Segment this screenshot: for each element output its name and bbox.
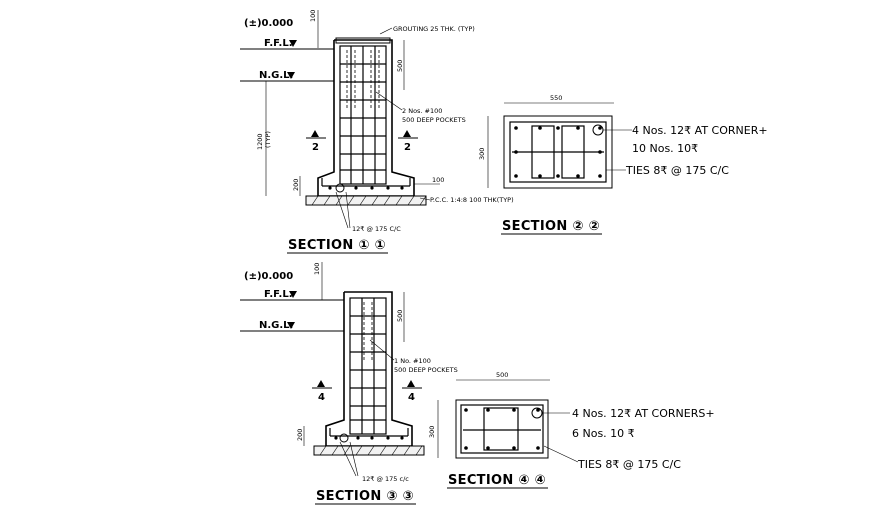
ffl-label: F.F.L. [264,38,293,49]
pocket-leader [375,91,403,111]
pocket-leader-2 [369,339,395,361]
note-corner-bars-2: 4 Nos. 12₹ AT CORNERS+ [572,407,715,420]
ngl-level-marker [287,72,295,79]
pocket-note-1: 2 Nos. #100 [402,107,442,115]
pcc-note: P.C.C. 1:4:8 100 THK(TYP) [430,196,514,204]
corner-bar-circle [592,124,604,136]
pocket-note-2: 500 DEEP POCKETS [402,116,466,124]
section-marker-left-arrow [311,130,319,137]
section-1-1: (±)0.000 F.F.L. N.G.L. [240,10,514,254]
anchor-pockets-2 [363,302,373,360]
dim-top-2: 100 [313,263,321,275]
bottom-bar-dots-2 [334,436,404,440]
section-1-title: SECTION ① ① [288,238,386,253]
bar-callout-circle [335,183,345,193]
ngl-level-marker-2 [287,322,295,329]
section-2-title: SECTION ② ② [502,219,600,234]
pcc-leader [419,197,431,201]
pcc-hatch-2 [319,445,423,456]
rebar-cage [321,45,411,187]
pcc-hatch [311,195,427,206]
section-marker-right: 2 [404,142,411,153]
grouting-leader [379,27,393,35]
dim-height: 300 [478,148,486,160]
ngl-label-2: N.G.L. [259,320,293,331]
section-4-4: 500 300 4 Nos. 12₹ AT CORNERS+ 6 Nos. 10… [428,371,715,489]
note-side-bars: 10 Nos. 10₹ [632,142,698,155]
bars-note-2: 12₹ @ 175 c/c [362,475,409,483]
dim-200: 200 [292,179,300,191]
pocket-note-1-2: 1 No. #100 [394,357,431,365]
pcc-base [305,195,427,206]
section-2-2: 550 300 4 Nos. 12₹ AT CORNER+ 10 Nos. 10… [478,94,768,235]
section-3-title: SECTION ③ ③ [316,489,414,504]
dim-1200: 1200 [256,133,264,150]
dim-1200-typ: (TYP) [264,131,272,148]
bar-dots-2 [464,408,540,450]
bars-leader-2 [345,191,351,229]
tie-outline [509,121,607,183]
pcc-base-2 [313,445,425,456]
section-marker-right-2: 4 [408,392,415,403]
dim-height-2: 300 [428,426,436,438]
zero-level-label: (±)0.000 [244,18,293,29]
section-marker-left-2: 4 [318,392,325,403]
zero-level-label-2: (±)0.000 [244,271,293,282]
dim-width-2: 500 [496,371,508,379]
section-marker-left-arrow-2 [317,380,325,387]
dim-200-2: 200 [296,429,304,441]
note-ties: TIES 8₹ @ 175 C/C [625,164,729,177]
rebar-cage-2 [329,297,409,437]
section-marker-left: 2 [312,142,319,153]
ngl-label: N.G.L. [259,70,293,81]
ties-leader-2 [543,445,579,463]
inner-ties-2 [463,407,541,451]
ffl-level-marker [289,40,297,47]
grouting-layer [335,37,391,44]
column-plan-outline [503,115,613,189]
anchor-pockets [346,50,380,110]
grouting-note: GROUTING 25 THK. (TYP) [393,25,475,33]
dim-width: 550 [550,94,562,102]
section-4-title: SECTION ④ ④ [448,473,546,488]
note-side-bars-2: 6 Nos. 10 ₹ [572,427,635,440]
bars-leader-1 [335,191,349,229]
dim-top: 100 [309,10,317,22]
dim-500: 500 [396,60,404,72]
column-plan-outline-2 [455,399,549,459]
tie-outline-2 [460,404,544,454]
bars-leader-4 [349,441,359,477]
bottom-bar-dots [328,186,404,190]
ffl-level-marker-2 [289,291,297,298]
inner-ties [512,125,604,179]
note-ties-2: TIES 8₹ @ 175 C/C [577,458,681,471]
dim-500-2: 500 [396,310,404,322]
note-corner-bars: 4 Nos. 12₹ AT CORNER+ [632,124,768,137]
bars-note: 12₹ @ 175 C/C [352,225,401,233]
bars-leader-3 [339,441,357,477]
section-3-3: (±)0.000 F.F.L. N.G.L. [240,262,458,505]
ffl-label-2: F.F.L. [264,289,293,300]
section-marker-right-arrow [403,130,411,137]
section-marker-right-arrow-2 [407,380,415,387]
dim-100: 100 [432,176,444,184]
bar-dots [514,126,602,178]
pocket-note-2-2: 500 DEEP POCKETS [394,366,458,374]
bar-callout-circle-2 [339,433,349,443]
